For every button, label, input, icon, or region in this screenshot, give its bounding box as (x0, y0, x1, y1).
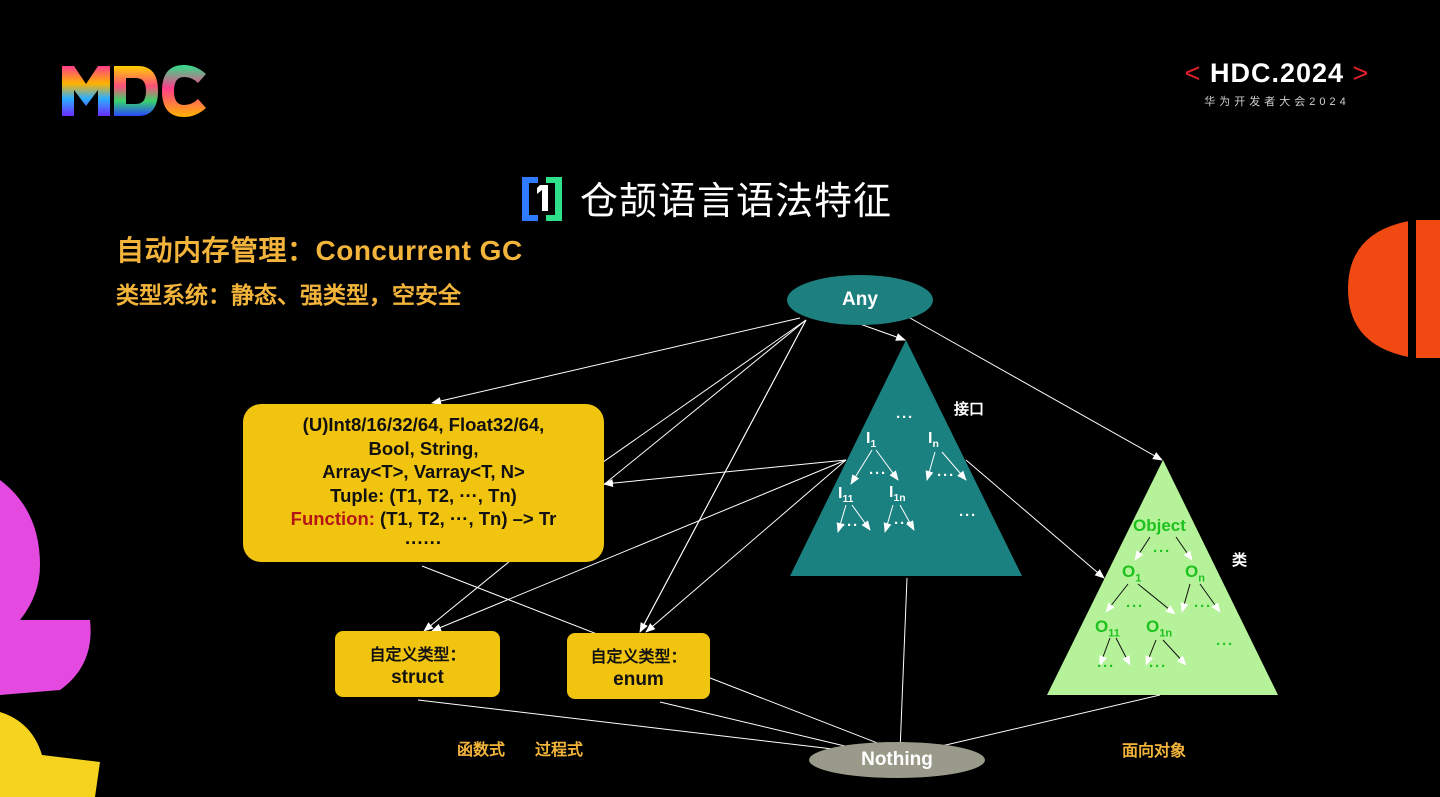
caption-functional: 函数式 (457, 742, 506, 759)
class-tree-lines (1099, 536, 1221, 666)
class-on: On (1185, 562, 1205, 585)
any-node: Any (842, 289, 878, 310)
builtin-line-3: Array<T>, Varray<T, N> (322, 461, 525, 482)
class-o1n: O1n (1146, 617, 1173, 640)
function-signature: (T1, T2, ···, Tn) –> Tr (374, 508, 557, 529)
interface-dots-5: ··· (894, 515, 912, 532)
enum-label: 自定义类型： (590, 649, 687, 666)
slide-title-row: 仓颉语言语法特征 (520, 170, 892, 225)
interface-triangle (790, 340, 1022, 576)
decor-orange-shape (1348, 220, 1440, 358)
class-o1: O1 (1122, 562, 1142, 585)
cangjie-logo-icon (522, 176, 562, 221)
nothing-node-shape (809, 742, 985, 778)
interface-tree-lines (836, 449, 967, 533)
function-keyword: Function: (290, 508, 375, 529)
struct-box: 自定义类型： struct (335, 631, 500, 697)
interface-i11: I11 (838, 485, 854, 506)
builtin-line-1: (U)Int8/16/32/64, Float32/64, (302, 414, 545, 435)
class-dots-1: ··· (1126, 598, 1144, 615)
struct-label: 自定义类型： (369, 647, 466, 664)
class-dots-5: ··· (1149, 658, 1167, 675)
feature-memory: 自动内存管理：Concurrent GC (116, 235, 523, 266)
bracket-right: > (1352, 58, 1370, 88)
hierarchy-arrows (417, 317, 1163, 755)
interface-dots-3: ··· (959, 507, 977, 524)
interface-dots-4: ··· (841, 517, 859, 534)
enum-value: enum (613, 669, 664, 690)
builtin-line-5: Function: (T1, T2, ···, Tn) –> Tr (243, 507, 604, 531)
class-o11: O11 (1095, 617, 1120, 640)
interface-in: In (928, 430, 939, 451)
enum-box: 自定义类型： enum (567, 633, 710, 699)
interface-dots-2: ··· (937, 467, 955, 484)
bracket-left: < (1184, 58, 1202, 88)
caption-procedural: 过程式 (535, 742, 584, 759)
interface-label: 接口 (954, 401, 985, 418)
interface-dots-top: ··· (896, 409, 914, 426)
interface-i1n: I1n (889, 484, 906, 505)
class-dots-2: ··· (1194, 598, 1212, 615)
nothing-node: Nothing (861, 749, 933, 770)
class-object: Object (1133, 516, 1186, 535)
event-subtitle: 华为开发者大会2024 (1204, 96, 1350, 108)
class-dots-top: ··· (1153, 543, 1171, 560)
event-name: < HDC.2024 > (1182, 58, 1372, 89)
event-brand: < HDC.2024 > 华为开发者大会2024 (1182, 58, 1372, 109)
interface-dots-1: ··· (869, 465, 887, 482)
feature-types: 类型系统：静态、强类型，空安全 (116, 282, 461, 308)
class-label: 类 (1232, 552, 1248, 569)
class-dots-3: ··· (1216, 636, 1234, 653)
class-dots-4: ··· (1097, 658, 1115, 675)
hdc-logo (62, 65, 206, 117)
builtin-line-6: ······ (405, 531, 442, 553)
event-title: HDC.2024 (1209, 58, 1345, 88)
any-node-shape (787, 275, 933, 325)
builtin-types-box: (U)Int8/16/32/64, Float32/64, Bool, Stri… (243, 404, 604, 562)
caption-oop: 面向对象 (1122, 743, 1187, 760)
class-triangle (1047, 460, 1278, 695)
slide-title: 仓颉语言语法特征 (580, 181, 893, 223)
decor-left-shapes (0, 480, 100, 797)
struct-value: struct (391, 667, 444, 688)
builtin-line-4: Tuple: (T1, T2, ···, Tn) (330, 484, 517, 506)
interface-i1: I1 (866, 430, 877, 451)
builtin-line-2: Bool, String, (368, 437, 479, 459)
